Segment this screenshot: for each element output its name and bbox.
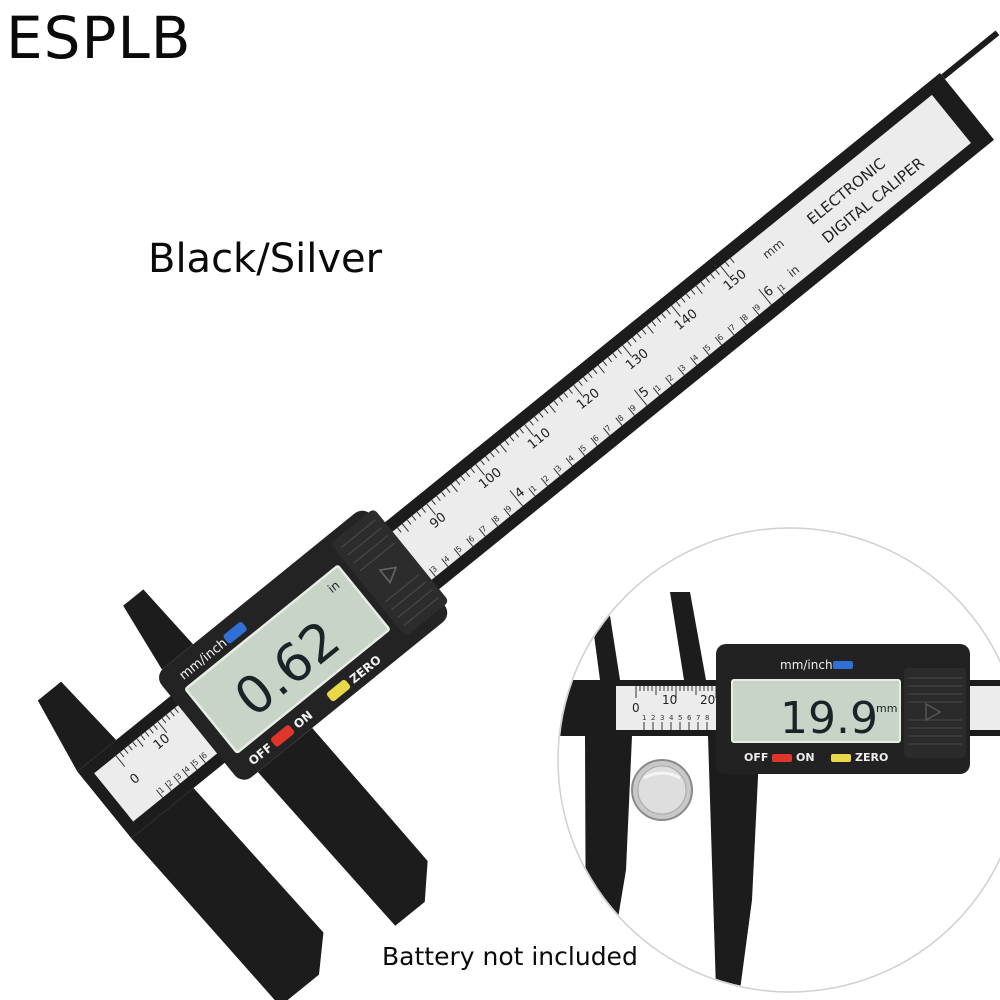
svg-text:8: 8: [740, 312, 750, 322]
svg-text:8: 8: [492, 514, 502, 524]
brand-logo: ESPLB: [6, 4, 192, 72]
svg-text:4: 4: [669, 714, 674, 722]
inset-mm-label-0: 0: [632, 701, 640, 715]
svg-text:3: 3: [678, 363, 688, 373]
inset-mm-inch-button[interactable]: [833, 661, 853, 669]
thumb-wheel[interactable]: [330, 508, 449, 636]
svg-text:3: 3: [174, 771, 184, 781]
svg-text:1: 1: [157, 785, 167, 795]
zero-button[interactable]: [326, 679, 352, 703]
svg-text:9: 9: [504, 504, 514, 514]
main-caliper: 9010011012013014015034567891234567891234…: [37, 30, 1000, 1000]
sliding-lower-jaw: [257, 727, 428, 926]
inset-lcd-reading: 19.9: [780, 693, 878, 744]
mm-inch-button[interactable]: [222, 621, 248, 645]
inset-on-label: ON: [796, 751, 815, 764]
svg-text:8: 8: [616, 413, 626, 423]
inset-zero-button[interactable]: [831, 754, 851, 762]
svg-text:1: 1: [529, 484, 539, 494]
svg-text:1: 1: [642, 714, 646, 722]
inset-mode-label: mm/inch: [780, 658, 833, 672]
svg-text:3: 3: [429, 564, 439, 574]
svg-text:9: 9: [753, 302, 763, 312]
svg-text:4: 4: [442, 554, 452, 564]
svg-text:2: 2: [541, 474, 551, 484]
fixed-upper-jaw: [37, 681, 117, 772]
svg-text:7: 7: [603, 423, 613, 433]
inset-zero-label: ZERO: [855, 751, 888, 764]
coin-cell-battery-icon: [631, 759, 693, 821]
svg-text:4: 4: [182, 764, 192, 774]
inset-mm-label-10: 10: [662, 693, 677, 707]
inset-off-label: OFF: [744, 751, 768, 764]
inset-lcd-screen: [731, 679, 901, 743]
svg-text:3: 3: [660, 714, 664, 722]
svg-text:5: 5: [703, 343, 713, 353]
svg-text:6: 6: [591, 433, 601, 443]
inset-on-off-button[interactable]: [772, 754, 792, 762]
svg-text:2: 2: [651, 714, 655, 722]
inset-play-arrow-icon: [925, 702, 942, 722]
svg-text:4: 4: [566, 453, 576, 463]
play-arrow-icon: [378, 566, 398, 585]
inset-lcd-unit: mm: [876, 702, 897, 715]
svg-text:2: 2: [666, 373, 676, 383]
lcd-screen: [185, 565, 390, 754]
svg-text:8: 8: [705, 714, 709, 722]
on-off-button[interactable]: [270, 724, 296, 748]
battery-note: Battery not included: [382, 942, 638, 971]
svg-text:5: 5: [191, 757, 201, 767]
svg-text:5: 5: [454, 544, 464, 554]
svg-text:4: 4: [691, 353, 701, 363]
svg-text:6: 6: [467, 534, 477, 544]
inset-mm-label-20: 20: [700, 693, 715, 707]
svg-text:7: 7: [479, 524, 489, 534]
fixed-lower-jaw: [131, 787, 324, 1000]
svg-text:1: 1: [778, 282, 788, 292]
svg-text:3: 3: [554, 464, 564, 474]
svg-text:6: 6: [687, 714, 692, 722]
svg-text:2: 2: [165, 778, 175, 788]
svg-text:5: 5: [678, 714, 682, 722]
svg-text:6: 6: [199, 751, 209, 761]
svg-text:5: 5: [579, 443, 589, 453]
svg-text:7: 7: [728, 323, 738, 333]
svg-text:9: 9: [628, 403, 638, 413]
svg-text:1: 1: [653, 383, 663, 393]
svg-text:6: 6: [715, 333, 725, 343]
depth-rod: [941, 30, 1000, 80]
sliding-upper-jaw: [123, 589, 194, 670]
svg-text:7: 7: [696, 714, 700, 722]
color-variant-label: Black/Silver: [148, 236, 383, 282]
